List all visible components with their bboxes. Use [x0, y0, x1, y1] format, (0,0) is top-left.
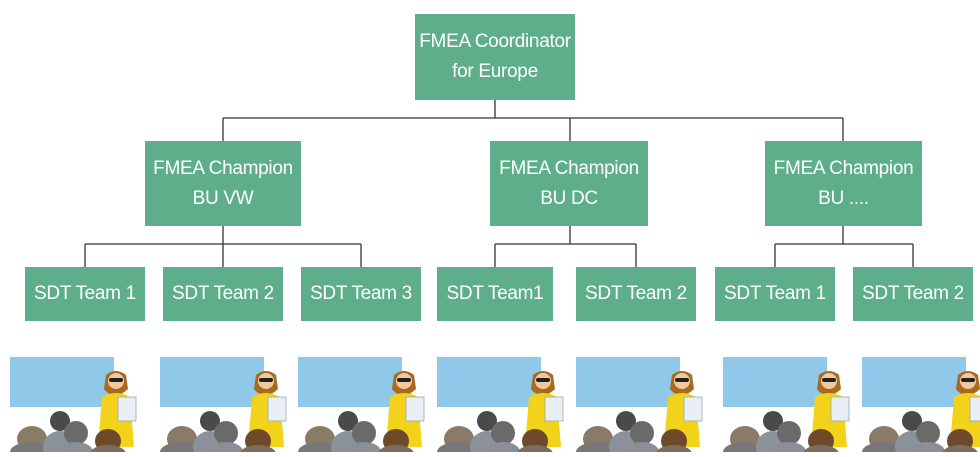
- presentation-scene-icon: [723, 357, 861, 457]
- root-node-line-2: for Europe: [452, 61, 538, 82]
- team-label: SDT Team 1: [34, 283, 136, 304]
- team-node: SDT Team 2: [163, 267, 283, 321]
- team-node: SDT Team 2: [576, 267, 696, 321]
- team-node: SDT Team1: [437, 267, 553, 321]
- champion-line-2: BU VW: [192, 187, 254, 209]
- presentation-scene-icon: [437, 357, 575, 457]
- champion-line-1: FMEA Champion: [499, 157, 639, 179]
- champion-line-1: FMEA Champion: [153, 157, 293, 179]
- team-node: SDT Team 2: [853, 267, 973, 321]
- presentation-scene-icon: [298, 357, 436, 457]
- root-node-line-1: FMEA Coordinator: [419, 31, 571, 52]
- root-node-fmea-coordinator: FMEA Coordinator for Europe: [415, 14, 575, 100]
- team-label: SDT Team 3: [310, 283, 412, 304]
- champion-node-bu-vw: FMEA Champion BU VW: [145, 141, 301, 226]
- team-node: SDT Team 1: [25, 267, 145, 321]
- champion-line-2: BU ....: [818, 187, 869, 209]
- team-label: SDT Team1: [446, 283, 544, 304]
- champion-node-bu-other: FMEA Champion BU ....: [765, 141, 922, 226]
- champion-node-bu-dc: FMEA Champion BU DC: [490, 141, 648, 226]
- team-node: SDT Team 1: [715, 267, 835, 321]
- presentation-scene-icon: [10, 357, 148, 457]
- presentation-scene-icon: [862, 357, 980, 457]
- champion-line-2: BU DC: [540, 187, 598, 209]
- champion-line-1: FMEA Champion: [773, 157, 914, 179]
- team-node: SDT Team 3: [301, 267, 421, 321]
- team-label: SDT Team 1: [724, 283, 826, 304]
- presentation-scene-icon: [576, 357, 714, 457]
- team-label: SDT Team 2: [585, 283, 687, 304]
- team-label: SDT Team 2: [172, 283, 274, 304]
- presentation-scene-icon: [160, 357, 298, 457]
- team-label: SDT Team 2: [862, 283, 964, 304]
